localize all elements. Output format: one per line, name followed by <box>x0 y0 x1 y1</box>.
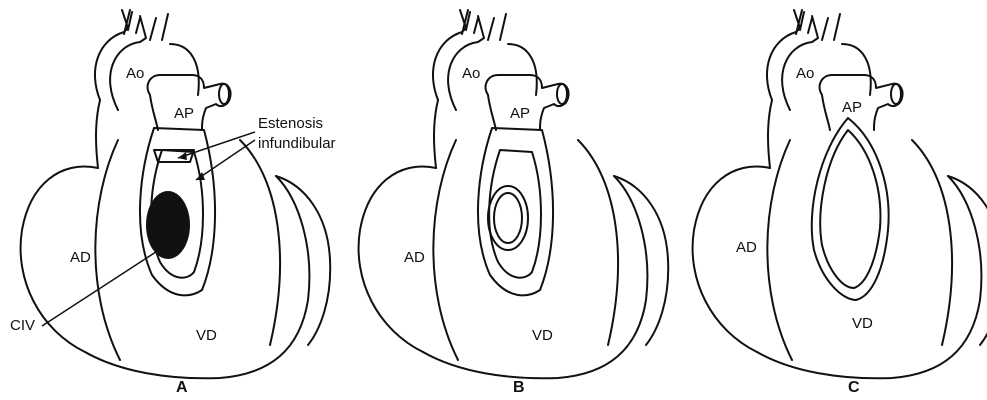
label-right-ventricle: VD <box>852 315 873 332</box>
label-pulmonary-artery: AP <box>510 105 530 122</box>
label-right-ventricle: VD <box>196 327 217 344</box>
panel-a: Ao AP AD VD Estenosis infundibular CIV A <box>10 10 336 396</box>
annotation-vsd: CIV <box>10 317 35 334</box>
label-aorta: Ao <box>462 65 480 82</box>
label-aorta: Ao <box>796 65 814 82</box>
annotation-stenosis-line1: Estenosis <box>258 115 323 132</box>
label-right-atrium: AD <box>404 249 425 266</box>
panel-letter-a: A <box>176 379 188 396</box>
vsd-defect <box>146 191 190 259</box>
label-right-ventricle: VD <box>532 327 553 344</box>
panel-letter-c: C <box>848 379 860 396</box>
annotation-stenosis-line2: infundibular <box>258 135 336 152</box>
label-pulmonary-artery: AP <box>842 99 862 116</box>
panel-c: Ao AP AD VD C <box>693 10 987 396</box>
label-aorta: Ao <box>126 65 144 82</box>
label-pulmonary-artery: AP <box>174 105 194 122</box>
stenosis-pointer-2 <box>196 140 255 180</box>
label-right-atrium: AD <box>736 239 757 256</box>
vsd-pointer <box>42 248 162 326</box>
panel-b: Ao AP AD VD B <box>359 10 669 396</box>
transannular-patch <box>812 118 889 300</box>
panel-letter-b: B <box>513 379 525 396</box>
label-right-atrium: AD <box>70 249 91 266</box>
